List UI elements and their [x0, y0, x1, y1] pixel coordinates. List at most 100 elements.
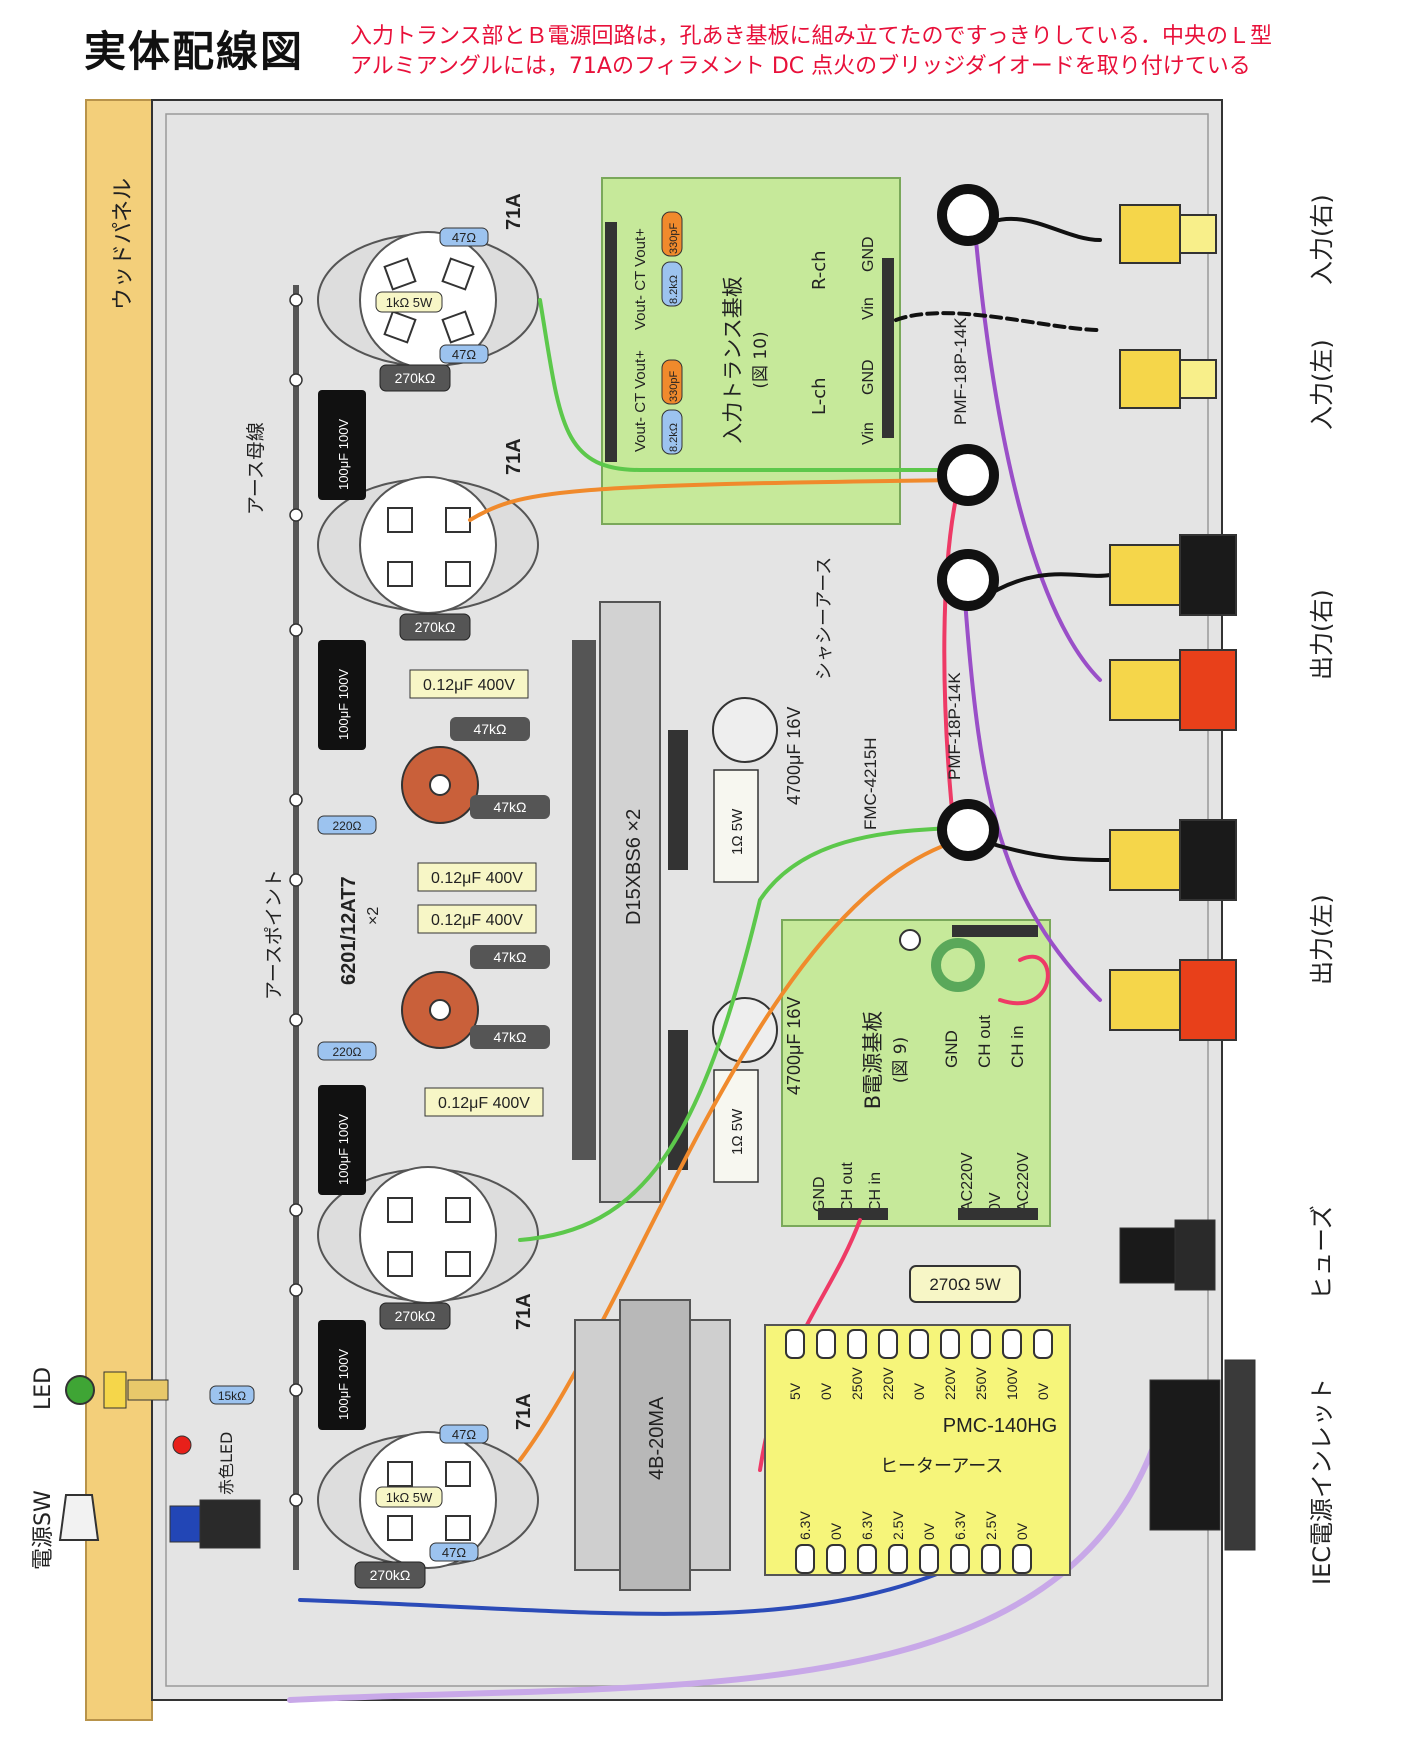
pmf-ring-4 — [937, 799, 999, 861]
res-47k-3 — [470, 945, 550, 969]
b-board-ac220-2: AC220V — [1015, 1152, 1032, 1212]
input-board-header-right — [882, 258, 894, 438]
res-270k-4-label: 270kΩ — [370, 1567, 411, 1583]
res-47-1b-label: 47Ω — [452, 347, 476, 362]
pmc-top-tab-1 — [816, 1329, 836, 1359]
res-1ohm-top — [713, 769, 759, 883]
b-board-screw — [899, 929, 921, 951]
res-47-4b-label: 47Ω — [442, 1545, 466, 1560]
bridge-diode-top — [668, 730, 688, 870]
power-switch-terminals — [199, 1499, 261, 1549]
caption: 入力トランス部とＢ電源回路は，孔あき基板に組み立てたのですっきりしている．中央の… — [350, 22, 1400, 82]
wire-purple-1 — [973, 228, 1102, 682]
tube-12at7-2-center — [429, 999, 451, 1021]
led-lens — [65, 1375, 95, 1405]
input-res-r-label: 8.2kΩ — [668, 275, 680, 304]
pmc-top-label-8: 0V — [1035, 1382, 1051, 1400]
aluminium-angle — [599, 601, 661, 1203]
power-switch-lever[interactable] — [58, 1494, 100, 1541]
wire-red-2 — [998, 954, 1050, 1006]
pmc-top-tab-0 — [785, 1329, 805, 1359]
res-270-5w — [909, 1265, 1021, 1303]
pmc-top-tab-7 — [1002, 1329, 1022, 1359]
pmc-bottom-label-5: 6.3V — [952, 1511, 968, 1540]
pmc-top-label-0: 5V — [787, 1382, 803, 1400]
tube-71a-label-2: 71A — [503, 438, 525, 475]
cap-100-3 — [318, 1085, 366, 1195]
cap-012-3-label: 0.12μF 400V — [431, 912, 523, 929]
led-holder — [103, 1371, 127, 1409]
input-board-vin-r: Vin — [860, 297, 877, 320]
wire-orange-1 — [468, 478, 962, 522]
iec-inlet-label: IEC電源インレット — [1308, 1378, 1336, 1585]
pmc-bottom-tab-6 — [981, 1544, 1001, 1574]
led-label: LED — [31, 1367, 56, 1410]
b-board-header-left — [818, 1208, 888, 1220]
res-47-4b — [429, 1542, 479, 1562]
res-47k-4 — [470, 1025, 550, 1049]
b-board-ref: (図 9) — [891, 1037, 911, 1083]
pmc-bottom-label-4: 0V — [921, 1522, 937, 1540]
res-1k-4 — [375, 1486, 443, 1508]
res-220-1 — [317, 815, 377, 835]
res-220-2-label: 220Ω — [333, 1045, 362, 1059]
pmc-bottom-label-7: 0V — [1014, 1522, 1030, 1540]
b-board-header-right — [958, 1208, 1038, 1220]
res-47-1a — [439, 227, 489, 247]
page-title: 実体配線図 — [84, 27, 305, 76]
cap-4700-bottom-label: 4700μF 16V — [784, 997, 804, 1095]
pmc-bottom-tab-0 — [795, 1544, 815, 1574]
res-47k-1-label: 47kΩ — [473, 721, 506, 737]
earth-bus-terminals — [289, 293, 303, 1507]
res-270k-2-label: 270kΩ — [415, 619, 456, 635]
res-270k-3 — [379, 1302, 451, 1330]
wood-panel — [85, 99, 153, 1721]
earth-point-label: アースポイント — [263, 869, 285, 1000]
wire-output-l-black — [978, 838, 1112, 862]
pmc-top-label-4: 0V — [911, 1382, 927, 1400]
input-transformer-board — [601, 177, 901, 525]
res-47-4a-label: 47Ω — [452, 1427, 476, 1442]
wire-input-l-twist — [894, 311, 1102, 332]
b-board-0v: 0V — [987, 1192, 1004, 1212]
cap-012-2-label: 0.12μF 400V — [431, 870, 523, 887]
iec-inlet-body — [1224, 1359, 1256, 1551]
fmc-ferrite-core — [931, 938, 985, 992]
power-switch-body[interactable] — [169, 1505, 201, 1543]
pmf-ring-3 — [937, 549, 999, 611]
pmf-top-label: PMF-18P-14K — [951, 317, 970, 425]
fuse-label: ヒューズ — [1308, 1205, 1336, 1300]
pmc-bottom-tab-5 — [950, 1544, 970, 1574]
heater-earth-label: ヒーターアース — [880, 1456, 1003, 1477]
wire-green-1 — [538, 298, 952, 472]
input-board-ref: (図 10) — [751, 331, 771, 388]
pmc-bottom-tab-3 — [888, 1544, 908, 1574]
cap-012-4-label: 0.12μF 400V — [438, 1095, 530, 1112]
tube-71a-label-4: 71A — [513, 1393, 535, 1430]
tube-12at7-count: ×2 — [365, 907, 382, 925]
res-47k-3-label: 47kΩ — [493, 949, 526, 965]
tube-71a-label-1: 71A — [503, 193, 525, 230]
pmc-top-tab-8 — [1033, 1329, 1053, 1359]
pmc-top-label-2: 250V — [849, 1367, 865, 1400]
cap-4700-top — [712, 697, 778, 763]
res-47k-1 — [450, 717, 530, 741]
pmc-top-tab-5 — [940, 1329, 960, 1359]
pmc-bottom-tab-7 — [1012, 1544, 1032, 1574]
pmc-bottom-tab-4 — [919, 1544, 939, 1574]
power-transformer-label: PMC-140HG — [943, 1415, 1057, 1437]
binding-post-out-r-red — [1109, 649, 1237, 731]
input-l-label: 入力(左) — [1308, 339, 1336, 430]
input-cap-l-label: 330pF — [668, 371, 680, 402]
input-board-vout-r: Vout- CT Vout+ — [632, 228, 649, 330]
input-board-rch: R-ch — [809, 250, 830, 290]
cap-012-3 — [417, 904, 537, 934]
fmc-label: FMC-4215H — [861, 737, 880, 830]
power-sw-label: 電源SW — [31, 1490, 56, 1570]
fuse-holder — [1119, 1227, 1176, 1284]
chassis-earth-label: シャシーアース — [814, 557, 835, 680]
input-res-l — [661, 409, 683, 455]
